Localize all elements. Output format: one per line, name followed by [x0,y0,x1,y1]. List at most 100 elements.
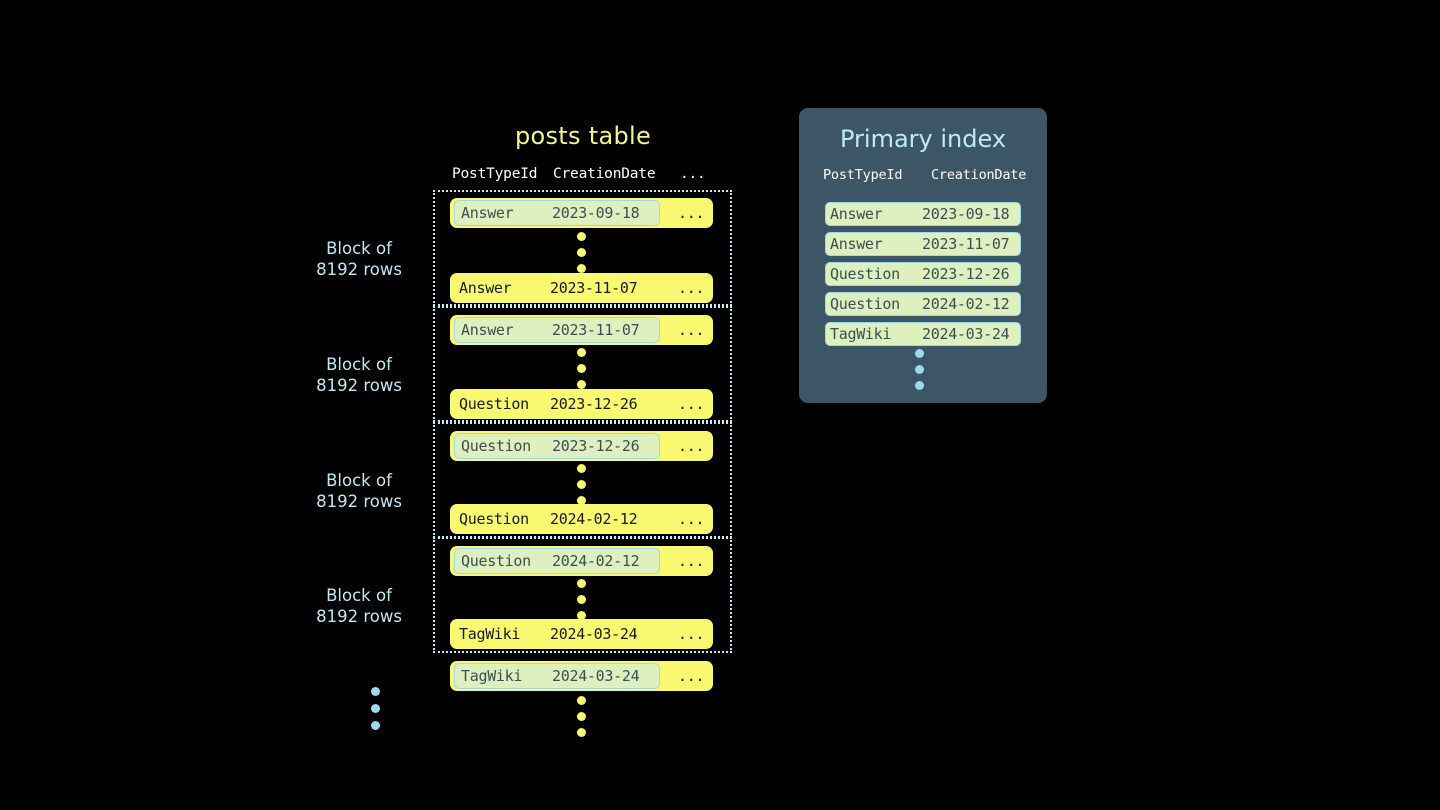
cell-posttypeid: Question [459,395,529,413]
index-row: Question 2023-12-26 [825,262,1021,286]
index-cell-posttypeid: Answer [830,235,883,253]
cell-creationdate: 2024-03-24 [552,667,640,685]
column-header-creationdate: CreationDate [553,166,656,182]
index-row: Question 2024-02-12 [825,292,1021,316]
ellipsis-dot [577,696,586,705]
ellipsis-dot [577,248,586,257]
ellipsis-dot [577,364,586,373]
table-row: Answer 2023-11-07 ... [450,273,713,303]
cell-posttypeid: Answer [459,279,512,297]
ellipsis-dot [577,595,586,604]
ellipsis-dot [371,687,380,696]
row-highlight-box [454,200,660,226]
ellipsis-dot [577,348,586,357]
block-rect-2 [433,306,732,422]
primary-index-column-headers: PostTypeId CreationDate [823,167,1033,185]
cell-ellipsis: ... [678,667,705,685]
index-cell-creationdate: 2024-03-24 [922,325,1010,343]
block-label-4: Block of 8192 rows [316,586,402,626]
ellipsis-dot [577,496,586,505]
ellipsis-dot [577,380,586,389]
row-highlight-box [454,433,660,459]
block-ellipsis-bottom [371,687,380,730]
table-row: Question 2023-12-26 ... [450,431,713,461]
cell-creationdate: 2024-03-24 [550,625,638,643]
cell-creationdate: 2024-02-12 [552,552,640,570]
table-row: Answer 2023-09-18 ... [450,198,713,228]
row-ellipsis-vertical [577,579,586,620]
index-row: TagWiki 2024-03-24 [825,322,1021,346]
row-highlight-box [454,548,660,574]
posts-table-column-headers: PostTypeId CreationDate ... [452,166,712,184]
block-label-3: Block of 8192 rows [316,471,402,511]
block-label-2: Block of 8192 rows [316,355,402,395]
table-ellipsis-bottom [577,696,586,737]
index-column-header-posttypeid: PostTypeId [823,167,903,183]
cell-ellipsis: ... [678,321,705,339]
cell-posttypeid: Question [461,437,531,455]
cell-creationdate: 2023-11-07 [550,279,638,297]
cell-ellipsis: ... [678,204,705,222]
table-row: Question 2024-02-12 ... [450,504,713,534]
row-highlight-box [454,317,660,343]
ellipsis-dot [371,704,380,713]
ellipsis-dot [577,728,586,737]
cell-posttypeid: TagWiki [459,625,521,643]
cell-creationdate: 2023-12-26 [550,395,638,413]
block-rect-4 [433,537,732,653]
index-cell-creationdate: 2023-11-07 [922,235,1010,253]
cell-posttypeid: Question [461,552,531,570]
index-cell-creationdate: 2024-02-12 [922,295,1010,313]
index-cell-posttypeid: Question [830,265,900,283]
cell-creationdate: 2023-11-07 [552,321,640,339]
cell-posttypeid: TagWiki [461,667,523,685]
cell-creationdate: 2023-09-18 [552,204,640,222]
index-ellipsis-vertical [915,349,924,390]
index-cell-creationdate: 2023-12-26 [922,265,1010,283]
ellipsis-dot [915,349,924,358]
cell-ellipsis: ... [678,437,705,455]
table-row: Question 2024-02-12 ... [450,546,713,576]
cell-ellipsis: ... [678,510,705,528]
column-header-ellipsis: ... [680,166,706,182]
cell-posttypeid: Answer [461,321,514,339]
cell-posttypeid: Question [459,510,529,528]
ellipsis-dot [577,480,586,489]
ellipsis-dot [371,721,380,730]
ellipsis-dot [577,264,586,273]
cell-ellipsis: ... [678,395,705,413]
ellipsis-dot [577,232,586,241]
posts-table-title: posts table [514,122,652,150]
table-row: TagWiki 2024-03-24 ... [450,619,713,649]
index-column-header-creationdate: CreationDate [931,167,1027,183]
row-ellipsis-vertical [577,232,586,273]
cell-ellipsis: ... [678,552,705,570]
row-highlight-box [454,663,660,689]
column-header-posttypeid: PostTypeId [452,166,538,182]
index-cell-creationdate: 2023-09-18 [922,205,1010,223]
table-row: Question 2023-12-26 ... [450,389,713,419]
cell-ellipsis: ... [678,625,705,643]
row-ellipsis-vertical [577,348,586,389]
cell-creationdate: 2024-02-12 [550,510,638,528]
cell-creationdate: 2023-12-26 [552,437,640,455]
index-row: Answer 2023-09-18 [825,202,1021,226]
row-ellipsis-vertical [577,464,586,505]
cell-ellipsis: ... [678,279,705,297]
index-cell-posttypeid: Answer [830,205,883,223]
ellipsis-dot [915,381,924,390]
ellipsis-dot [915,365,924,374]
ellipsis-dot [577,579,586,588]
block-rect-1 [433,190,732,306]
index-cell-posttypeid: TagWiki [830,325,892,343]
table-row-trailing: TagWiki 2024-03-24 ... [450,661,713,691]
cell-posttypeid: Answer [461,204,514,222]
index-cell-posttypeid: Question [830,295,900,313]
primary-index-title: Primary index [839,125,1007,153]
table-row: Answer 2023-11-07 ... [450,315,713,345]
ellipsis-dot [577,712,586,721]
ellipsis-dot [577,464,586,473]
block-label-1: Block of 8192 rows [316,239,402,279]
ellipsis-dot [577,611,586,620]
